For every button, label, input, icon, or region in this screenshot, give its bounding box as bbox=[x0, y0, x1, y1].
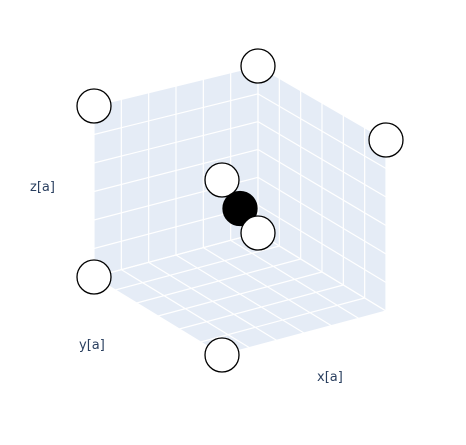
floor-gridline bbox=[121, 269, 250, 349]
right-wall-gridline bbox=[257, 65, 387, 141]
left-wall-gridline bbox=[93, 93, 259, 136]
data-point-4[interactable] bbox=[368, 122, 404, 158]
x-axis-label: x[a] bbox=[317, 370, 343, 385]
data-point-5[interactable] bbox=[240, 215, 276, 251]
y-axis-label: y[a] bbox=[79, 338, 105, 353]
data-points bbox=[76, 48, 404, 373]
data-point-8[interactable] bbox=[222, 190, 258, 227]
data-point-3[interactable] bbox=[76, 88, 112, 124]
z-axis-label: z[a] bbox=[30, 180, 55, 195]
data-point-1[interactable] bbox=[240, 48, 276, 84]
data-point-2[interactable] bbox=[204, 162, 240, 198]
data-point-6[interactable] bbox=[204, 337, 240, 373]
floor-gridline bbox=[93, 276, 223, 356]
floor-gridline bbox=[221, 310, 387, 356]
data-point-7[interactable] bbox=[76, 259, 112, 295]
left-wall-gridline bbox=[93, 65, 259, 107]
right-wall-gridline bbox=[257, 93, 387, 170]
